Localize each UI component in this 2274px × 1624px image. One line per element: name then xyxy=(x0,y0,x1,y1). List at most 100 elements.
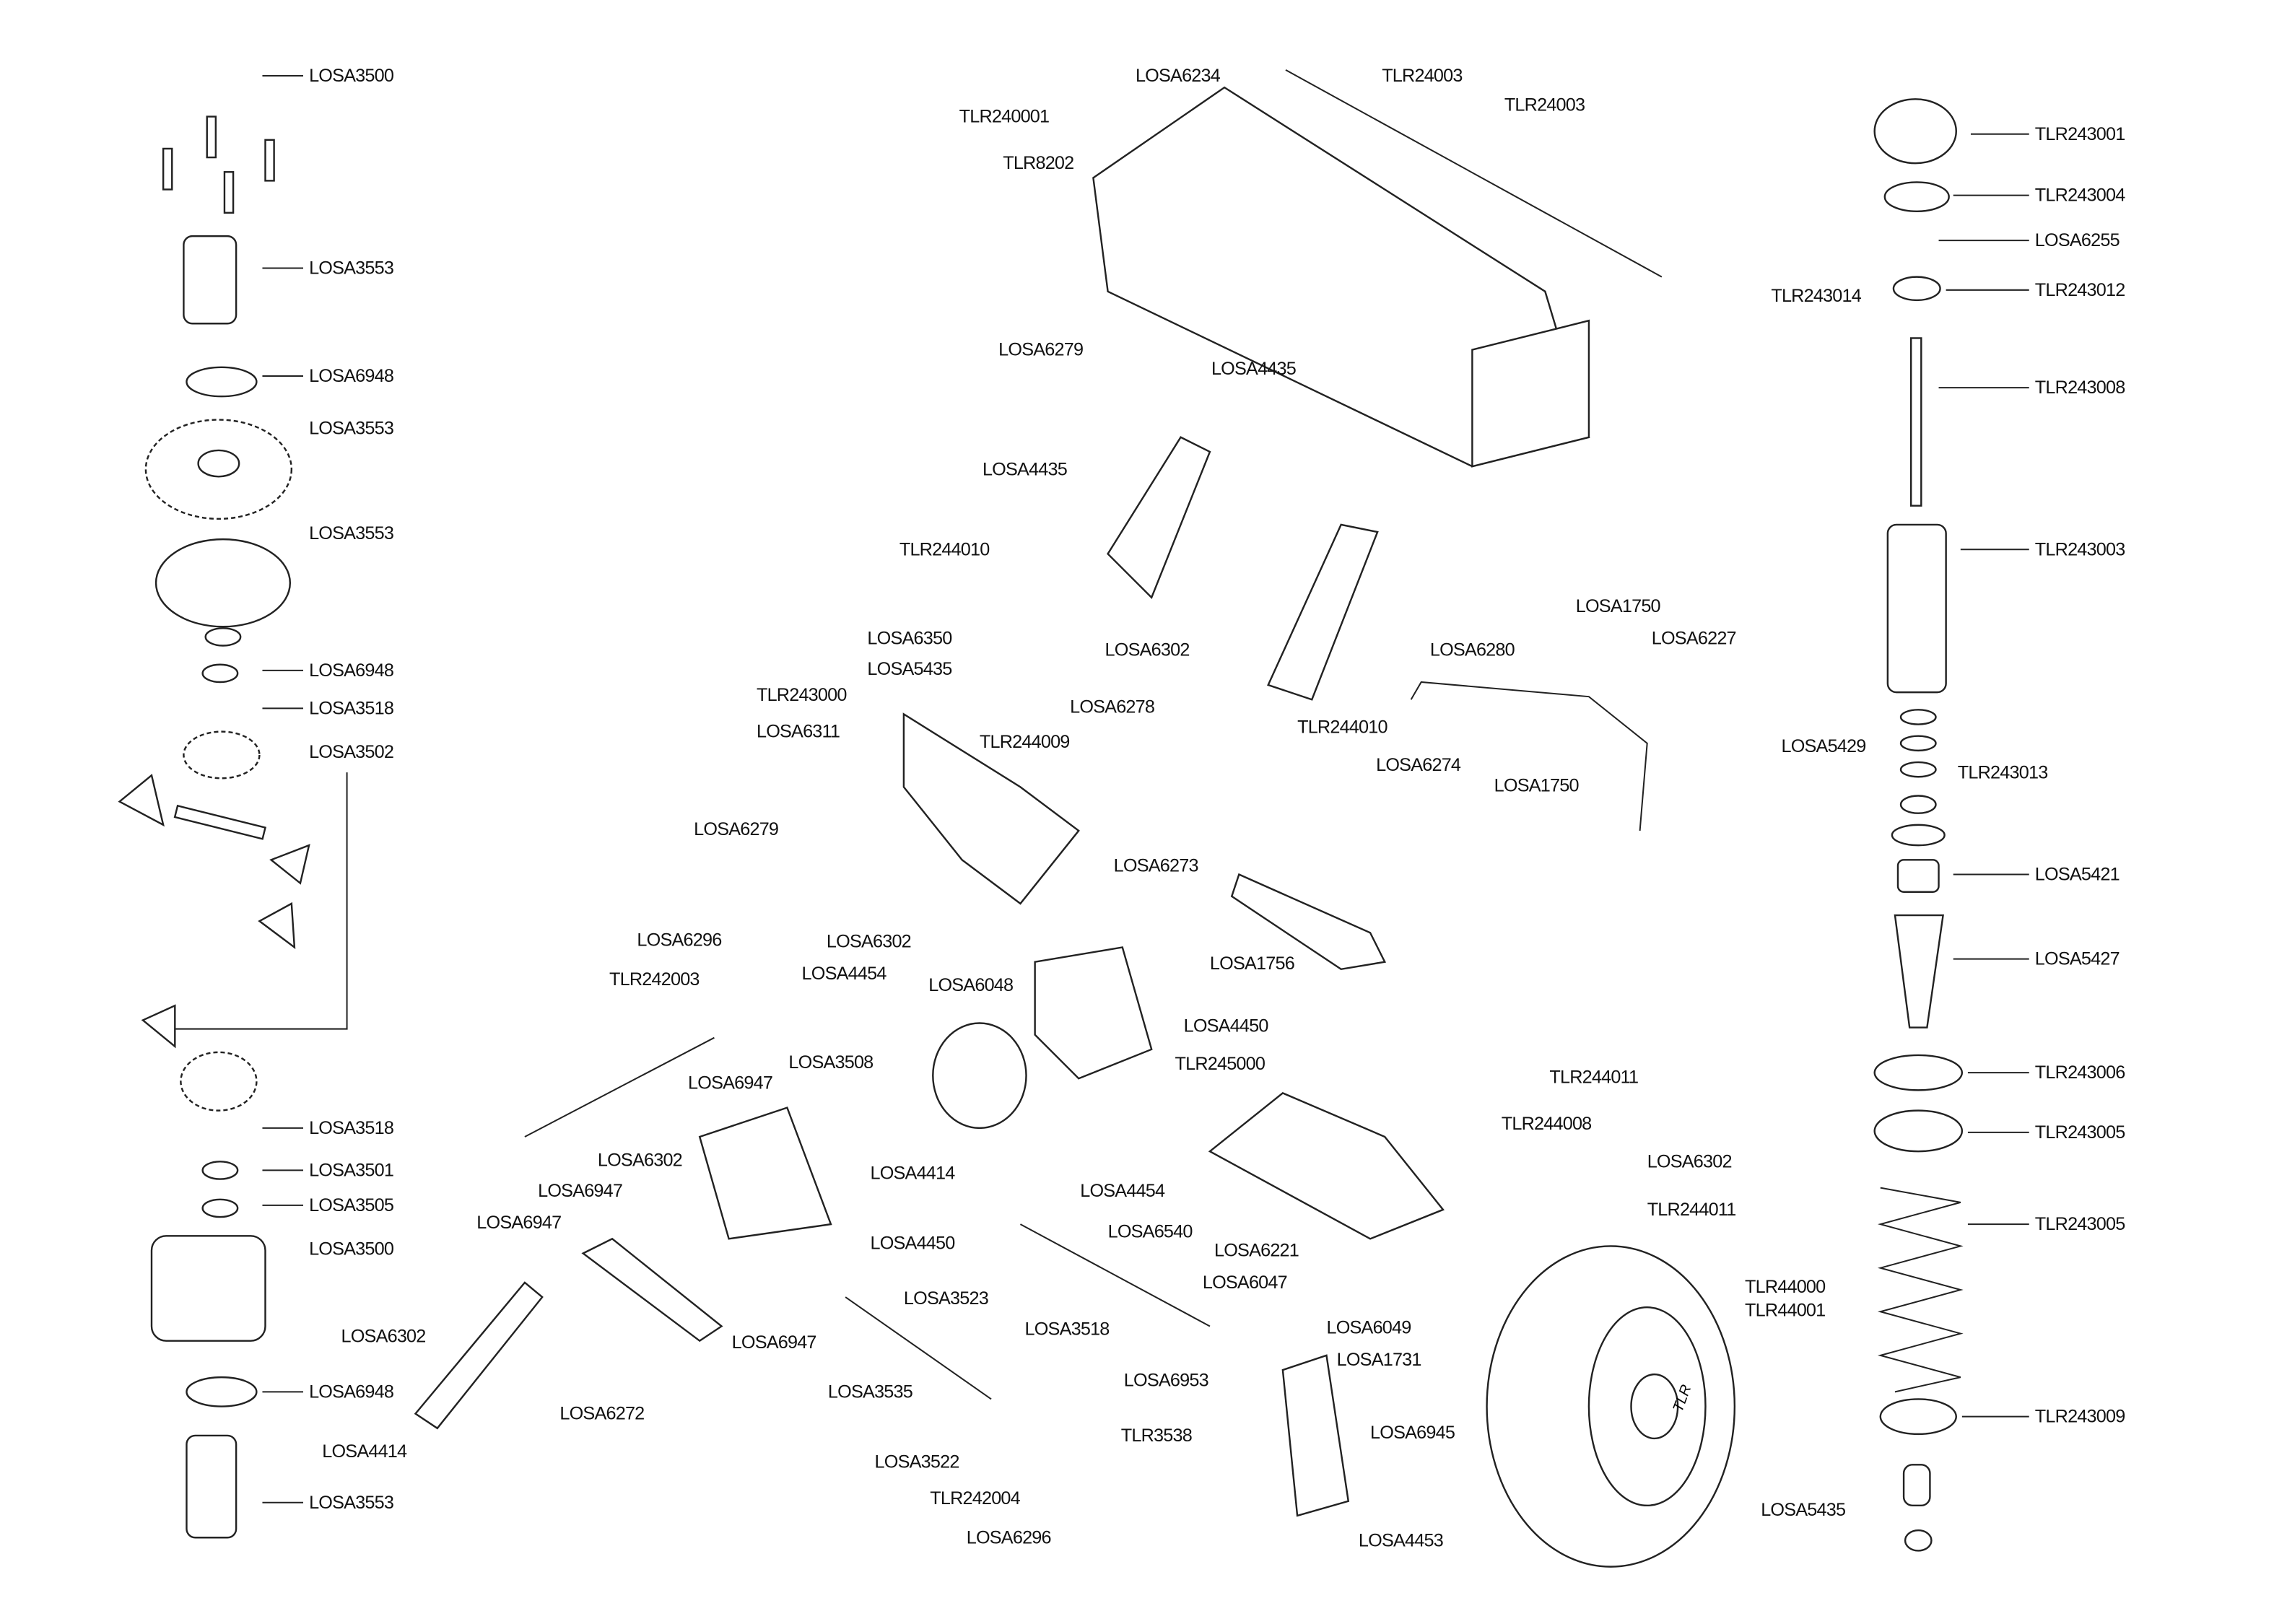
part-number-label: LOSA6302 xyxy=(1105,639,1190,660)
part-number-label: TLR243001 xyxy=(2034,123,2125,144)
part-number-label: LOSA6049 xyxy=(1326,1317,1411,1338)
part-number-label: LOSA5427 xyxy=(2034,948,2120,969)
part-number-label: TLR243009 xyxy=(2034,1406,2125,1427)
part-number-label: TLR8202 xyxy=(1003,153,1074,174)
part-number-label: LOSA6350 xyxy=(867,628,952,649)
part-number-label: LOSA4414 xyxy=(322,1441,407,1462)
shock-shaft xyxy=(1909,337,1922,507)
part-number-label: LOSA3500 xyxy=(309,1239,394,1260)
leader-lines xyxy=(175,74,2029,1503)
part-number-label: LOSA6302 xyxy=(597,1150,683,1171)
part-number-label: LOSA6227 xyxy=(1651,628,1737,649)
part-number-label: LOSA6948 xyxy=(309,365,394,387)
part-number-label: TLR243003 xyxy=(2034,539,2125,560)
part-number-label: LOSA3501 xyxy=(309,1160,394,1181)
part-number-label: LOSA6302 xyxy=(341,1326,426,1347)
part-number-label: LOSA6945 xyxy=(1370,1422,1455,1444)
wing-mount-left xyxy=(1107,436,1211,600)
outdrive-bottom xyxy=(186,1434,238,1539)
part-number-label: LOSA6274 xyxy=(1376,754,1461,776)
part-number-label: LOSA4453 xyxy=(1358,1530,1444,1551)
shock-spring xyxy=(1877,1187,1964,1393)
shock-boot xyxy=(1894,914,1944,1029)
part-number-label: LOSA3500 xyxy=(309,65,394,87)
part-number-label: TLR243013 xyxy=(1957,762,2048,783)
part-number-label: LOSA6947 xyxy=(688,1073,773,1093)
part-number-label: TLR24003 xyxy=(1382,65,1463,87)
part-number-label: TLR243012 xyxy=(2034,279,2125,300)
part-number-label: LOSA6947 xyxy=(476,1212,562,1234)
part-number-label: TLR244010 xyxy=(899,539,990,560)
part-number-label: TLR3538 xyxy=(1120,1425,1193,1446)
part-number-label: LOSA5429 xyxy=(1781,735,1866,756)
part-number-label: TLR244011 xyxy=(1549,1067,1639,1088)
part-number-label: LOSA6047 xyxy=(1202,1272,1288,1293)
bearing xyxy=(186,366,258,398)
part-number-label: TLR243008 xyxy=(2034,377,2125,398)
part-number-label: TLR242004 xyxy=(930,1488,1020,1509)
part-number-label: TLR243000 xyxy=(756,685,847,706)
part-number-label: TLR243014 xyxy=(1771,285,1861,307)
part-number-label: LOSA6302 xyxy=(826,931,912,952)
rear-camber-link xyxy=(414,1281,544,1430)
part-number-label: TLR243005 xyxy=(2034,1122,2125,1143)
part-number-label: LOSA4435 xyxy=(982,459,1068,480)
part-number-label: LOSA6296 xyxy=(966,1527,1052,1548)
part-number-label: LOSA3518 xyxy=(1024,1319,1110,1340)
hinge-pin-brace xyxy=(1230,873,1387,971)
part-number-label: TLR243006 xyxy=(2034,1062,2125,1083)
part-number-label: TLR244011 xyxy=(1647,1199,1737,1221)
part-number-label: LOSA3518 xyxy=(309,698,394,719)
part-number-label: LOSA5421 xyxy=(2034,864,2120,885)
diff-case xyxy=(150,1235,266,1342)
part-number-label: LOSA6272 xyxy=(559,1403,645,1424)
part-number-label: LOSA4454 xyxy=(1080,1180,1165,1201)
gasket xyxy=(154,538,292,628)
part-number-label: LOSA6948 xyxy=(309,660,394,681)
part-number-label: LOSA6311 xyxy=(756,721,840,742)
part-number-label: LOSA1731 xyxy=(1336,1349,1422,1371)
part-number-label: LOSA6273 xyxy=(1113,855,1199,876)
part-number-label: TLR243005 xyxy=(2034,1213,2125,1235)
part-number-label: TLR24003 xyxy=(1504,95,1585,115)
part-number-label: TLR244009 xyxy=(979,731,1070,752)
part-number-label: TLR245000 xyxy=(1175,1053,1265,1075)
screws-group xyxy=(162,115,275,214)
part-number-label: LOSA3505 xyxy=(309,1195,394,1216)
part-number-label: LOSA3553 xyxy=(309,418,394,439)
part-number-label: TLR44000 xyxy=(1744,1276,1826,1298)
sway-bar xyxy=(1410,681,1648,831)
part-number-label: LOSA3553 xyxy=(309,1492,394,1513)
part-number-label: LOSA6953 xyxy=(1123,1370,1209,1391)
part-number-label: LOSA3523 xyxy=(903,1288,989,1309)
part-number-label: LOSA4450 xyxy=(870,1233,955,1254)
part-number-label: LOSA6540 xyxy=(1107,1221,1193,1242)
part-number-label: LOSA6279 xyxy=(998,339,1084,360)
diff-assembly xyxy=(932,1022,1027,1130)
shock-cap xyxy=(1873,98,1957,165)
part-number-label: LOSA6048 xyxy=(928,974,1014,996)
part-number-label: LOSA6947 xyxy=(538,1180,623,1201)
part-number-label: LOSA6280 xyxy=(1429,639,1515,660)
part-number-label: TLR242003 xyxy=(609,969,700,990)
part-number-label: LOSA4435 xyxy=(1211,358,1297,379)
hub-carrier xyxy=(1281,1354,1350,1517)
part-number-label: LOSA6948 xyxy=(309,1381,394,1402)
gearbox xyxy=(1034,946,1153,1080)
rear-arm xyxy=(1208,1092,1445,1240)
part-number-label: LOSA4454 xyxy=(801,963,887,984)
diff-gear xyxy=(183,730,261,780)
rear-toe-link xyxy=(581,1237,723,1343)
part-number-label: LOSA4414 xyxy=(870,1163,955,1184)
part-number-label: LOSA5435 xyxy=(867,658,952,679)
part-number-label: TLR44001 xyxy=(1744,1300,1826,1321)
shock-body xyxy=(1886,523,1947,694)
part-number-label: LOSA3522 xyxy=(874,1451,960,1472)
wing-mount-right xyxy=(1267,523,1379,701)
part-number-label: TLR244008 xyxy=(1501,1113,1592,1134)
outdrive-top xyxy=(183,235,238,325)
part-number-label: LOSA6947 xyxy=(731,1332,817,1353)
part-number-label: LOSA5435 xyxy=(1761,1499,1846,1521)
part-number-label: LOSA6234 xyxy=(1135,65,1221,87)
part-number-label: LOSA6296 xyxy=(637,930,722,951)
